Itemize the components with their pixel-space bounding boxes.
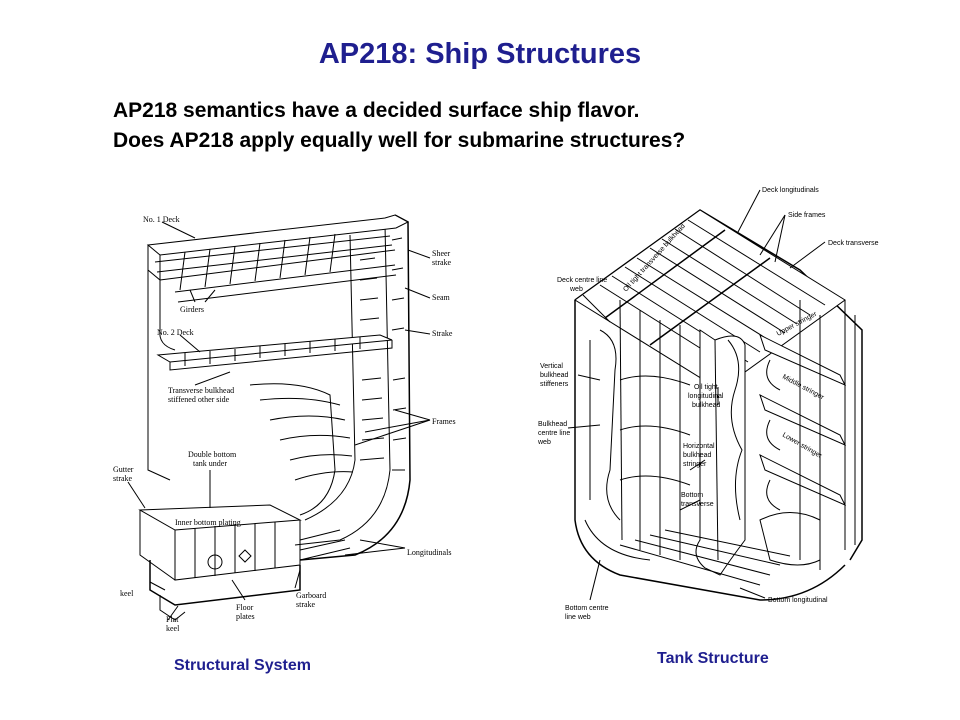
deck-longitudinals — [599, 219, 826, 371]
body-line-2: Does AP218 apply equally well for submar… — [113, 129, 686, 152]
label-bottom-centre: Bottom centre — [565, 605, 609, 612]
label-flat-keel: keel — [166, 624, 180, 633]
label-seam: Seam — [432, 293, 451, 302]
label-plates: plates — [236, 612, 255, 621]
label-keel: keel — [120, 589, 134, 598]
tank-leaders — [567, 189, 826, 601]
label-double-bottom: Double bottom — [188, 450, 237, 459]
label-garboard-strake: strake — [296, 600, 316, 609]
label-bulkhead: bulkhead — [692, 402, 721, 409]
label-strake: Strake — [432, 329, 453, 338]
label-sheer-strake: strake — [432, 258, 452, 267]
caption-tank-structure: Tank Structure — [657, 650, 769, 667]
structural-system-diagram: No. 1 Deck Girders No. 2 Deck Transverse… — [113, 214, 456, 633]
deck-girders — [154, 233, 397, 303]
label-vertical-bulkhead: bulkhead — [540, 372, 569, 379]
label-deck-longitudinals: Deck longitudinals — [762, 187, 819, 194]
slide-title: AP218: Ship Structures — [318, 38, 642, 70]
label-no2-deck: No. 2 Deck — [157, 328, 194, 337]
label-transverse-bulkhead: Transverse bulkhead — [168, 386, 234, 395]
bottom-longitudinals — [299, 529, 351, 561]
caption-structural-system: Structural System — [174, 657, 311, 674]
structural-leaders — [127, 221, 431, 621]
label-garboard: Garboard — [296, 591, 326, 600]
label-flat: Flat — [166, 615, 179, 624]
label-gutter: Gutter — [113, 465, 134, 474]
label-bottom-transverse: transverse — [681, 501, 714, 508]
label-deck-transverse: Deck transverse — [828, 240, 879, 247]
label-horizontal-stringer: stringer — [683, 461, 707, 468]
label-bulkhead-centre: Bulkhead — [538, 421, 567, 428]
label-floor: Floor — [236, 603, 254, 612]
side-stringers — [759, 334, 847, 511]
label-bottom-line-web: line web — [565, 614, 591, 621]
label-vertical: Vertical — [540, 363, 563, 370]
label-girders: Girders — [180, 305, 204, 314]
label-sheer: Sheer — [432, 249, 451, 258]
label-stiffened: stiffened other side — [168, 395, 230, 404]
body-line-1: AP218 semantics have a decided surface s… — [113, 99, 640, 122]
label-deck-centre-web: web — [569, 286, 583, 293]
label-centre-line: centre line — [538, 430, 570, 437]
tank-structure-diagram: Deck longitudinals Side frames Deck tran… — [537, 187, 879, 621]
label-longitudinal: longitudinal — [688, 393, 724, 400]
bottom-longitudinals-tank — [619, 512, 821, 586]
label-lower-stringer: Lower stringer — [781, 432, 823, 461]
label-bottom: Bottom — [681, 492, 703, 499]
label-inner-bottom: Inner bottom plating — [175, 518, 241, 527]
no2-deck-beams — [184, 337, 361, 366]
label-horizontal-bulkhead: bulkhead — [683, 452, 712, 459]
label-vertical-stiffeners: stiffeners — [540, 381, 569, 388]
label-oil-tight: Oil tight — [694, 384, 718, 391]
label-longitudinals: Longitudinals — [407, 548, 451, 557]
label-middle-stringer: Middle stringer — [781, 374, 825, 402]
label-bottom-longitudinal: Bottom longitudinal — [768, 597, 828, 604]
label-gutter-strake: strake — [113, 474, 133, 483]
label-deck-centre: Deck centre line — [557, 277, 607, 284]
floor-plates — [194, 522, 276, 578]
label-centre-web: web — [537, 439, 551, 446]
label-tank-under: tank under — [193, 459, 227, 468]
label-no1-deck: No. 1 Deck — [143, 215, 180, 224]
label-frames: Frames — [432, 417, 456, 426]
label-side-frames: Side frames — [788, 212, 826, 219]
label-horizontal: Horizontal — [683, 443, 715, 450]
